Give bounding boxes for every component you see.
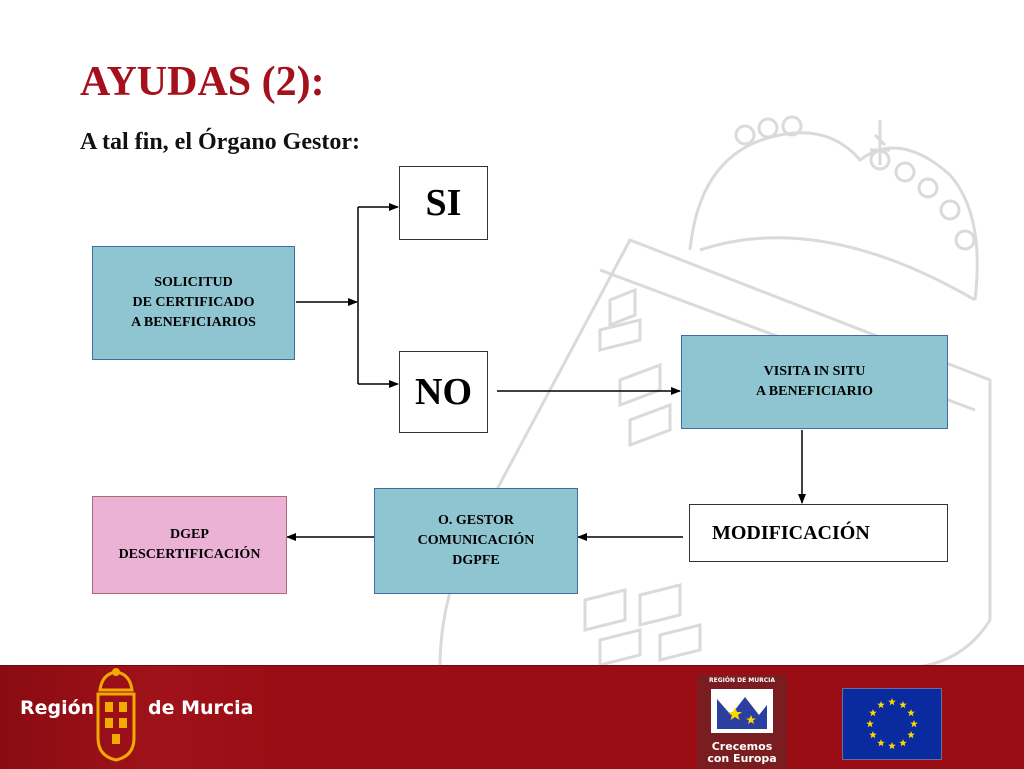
slide-title: AYUDAS (2): bbox=[80, 59, 325, 105]
node-solicitud: SOLICITUD DE CERTIFICADO A BENEFICIARIOS bbox=[92, 246, 295, 360]
eu-star bbox=[899, 700, 907, 709]
logo-bottom-line: con Europa bbox=[707, 752, 777, 765]
eu-star bbox=[910, 720, 918, 728]
node-dgep-line: DGEP bbox=[170, 527, 209, 542]
node-visita-line: VISITA IN SITU bbox=[763, 364, 866, 379]
node-gestor: O. GESTOR COMUNICACIÓN DGPFE bbox=[374, 488, 578, 594]
eu-stars bbox=[866, 698, 918, 750]
node-solicitud-line: SOLICITUD bbox=[154, 275, 233, 290]
node-modificacion-label: MODIFICACIÓN bbox=[712, 521, 870, 544]
eu-star bbox=[888, 698, 896, 706]
footer-brand-left: Región bbox=[20, 697, 95, 719]
eu-star bbox=[877, 739, 885, 747]
eu-star bbox=[907, 709, 915, 717]
node-solicitud-line: DE CERTIFICADO bbox=[132, 295, 255, 310]
footer-band: Región de Murcia REGIÓN DE MURCIA bbox=[0, 665, 1024, 769]
node-si-label: SI bbox=[425, 182, 462, 224]
slide-subtitle: A tal fin, el Órgano Gestor: bbox=[80, 129, 360, 155]
node-dgep: DGEP DESCERTIFICACIÓN bbox=[92, 496, 287, 594]
eu-star bbox=[907, 731, 915, 739]
crecemos-con-europa-logo: REGIÓN DE MURCIA Crecemos con Europa bbox=[697, 675, 787, 768]
eu-star bbox=[866, 720, 874, 728]
logo-bottom-line: Crecemos bbox=[711, 740, 773, 753]
footer-brand-right: de Murcia bbox=[148, 697, 254, 719]
eu-star bbox=[899, 739, 907, 747]
node-gestor-line: O. GESTOR bbox=[437, 513, 514, 528]
logo-top-text: REGIÓN DE MURCIA bbox=[709, 677, 775, 684]
node-dgep-line: DESCERTIFICACIÓN bbox=[118, 547, 261, 562]
crecemos-map-icon bbox=[711, 689, 773, 733]
node-solicitud-line: A BENEFICIARIOS bbox=[131, 315, 256, 330]
node-gestor-line: DGPFE bbox=[452, 553, 500, 568]
eu-flag-icon bbox=[842, 688, 942, 760]
node-no: NO bbox=[399, 351, 488, 433]
node-gestor-line: COMUNICACIÓN bbox=[417, 533, 535, 548]
node-visita-line: A BENEFICIARIO bbox=[755, 384, 874, 399]
node-visita: VISITA IN SITU A BENEFICIARIO bbox=[681, 335, 948, 429]
node-modificacion: MODIFICACIÓN bbox=[689, 504, 948, 562]
eu-star bbox=[869, 709, 877, 717]
murcia-crest-icon bbox=[96, 668, 136, 762]
eu-star bbox=[869, 731, 877, 739]
eu-star bbox=[888, 742, 896, 750]
node-no-label: NO bbox=[415, 371, 472, 413]
region-de-murcia-logo: Región de Murcia bbox=[0, 666, 272, 769]
eu-star bbox=[877, 700, 885, 709]
node-si: SI bbox=[399, 166, 488, 240]
